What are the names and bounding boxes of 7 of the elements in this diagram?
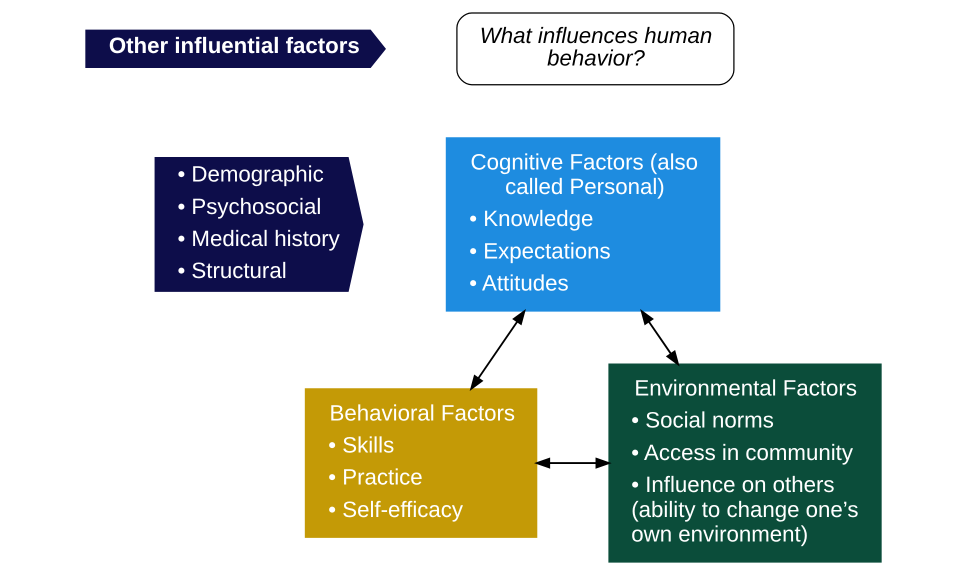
arrow: [469, 308, 526, 391]
node-box: Environmental Factors • Social norms • Access in community • Influence on others (ability to change one’s own environment): [608, 364, 882, 563]
arrow: [534, 457, 612, 469]
node-box: Cognitive Factors (also called Personal) • Knowledge • Expectations • Attitudes: [445, 137, 720, 312]
arrow: [640, 308, 680, 366]
node-box: Behavioral Factors • Skills • Practice • Self-efficacy: [304, 388, 537, 538]
node-box: What influences human behavior?: [456, 12, 734, 86]
